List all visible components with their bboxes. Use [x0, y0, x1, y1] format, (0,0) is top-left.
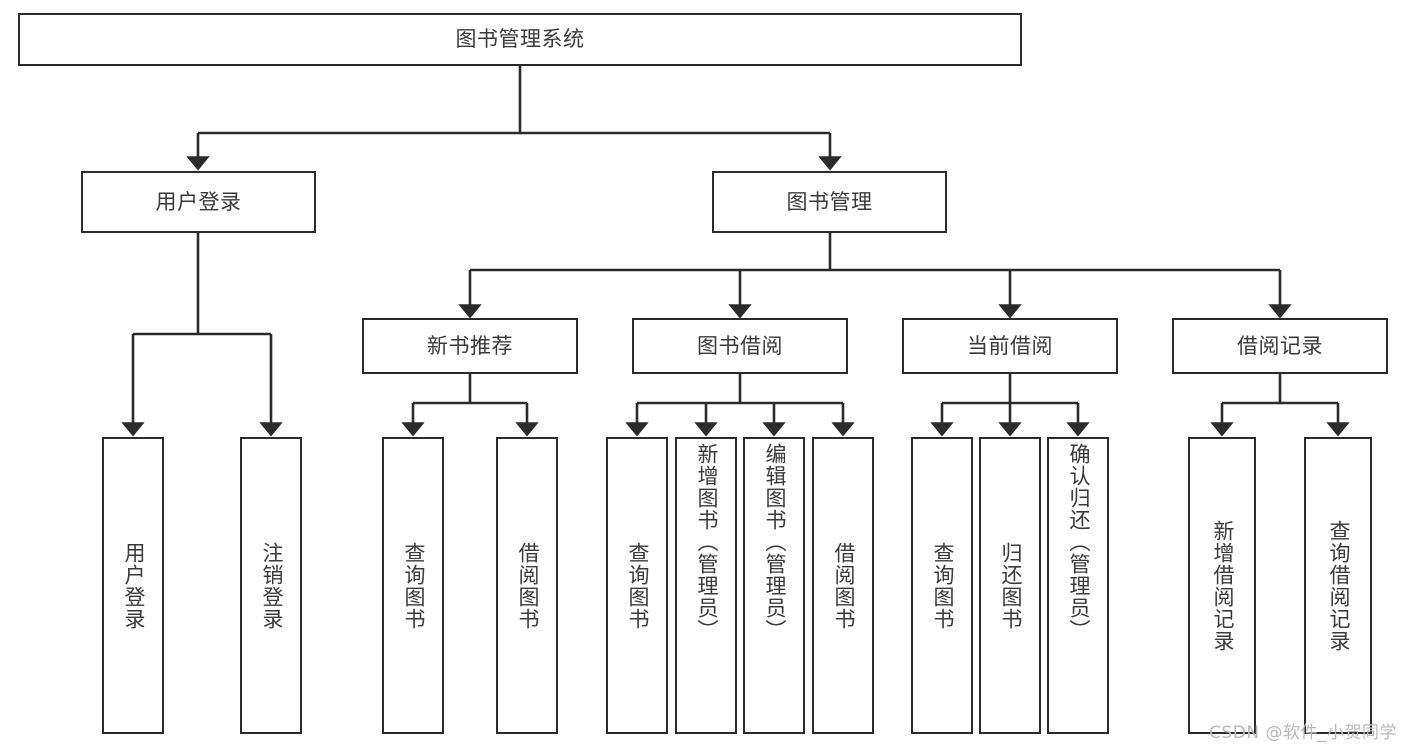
leaf-user-login-logout[interactable]: 注销登录	[240, 437, 302, 734]
node-label: 图书借阅	[697, 333, 783, 358]
leaf-borrow-record-add[interactable]: 新增借阅记录	[1188, 437, 1256, 734]
node-label: 注销登录	[259, 541, 284, 630]
node-label: 查询借阅记录	[1326, 519, 1351, 652]
leaf-book-borrow-edit[interactable]: 编辑图书（管理员）	[743, 437, 805, 734]
leaf-new-book-borrow[interactable]: 借阅图书	[496, 437, 558, 734]
node-label: 查询图书	[401, 541, 426, 630]
node-label: 用户登录	[155, 189, 242, 214]
node-label: 新增图书（管理员）	[694, 443, 719, 641]
leaf-borrow-record-query[interactable]: 查询借阅记录	[1304, 437, 1372, 734]
node-label: 借阅图书	[831, 541, 856, 630]
leaf-current-borrow-confirm-return[interactable]: 确认归还（管理员）	[1047, 437, 1109, 734]
node-root-system[interactable]: 图书管理系统	[18, 13, 1022, 66]
leaf-book-borrow-query[interactable]: 查询图书	[606, 437, 668, 734]
node-new-book-recommend[interactable]: 新书推荐	[362, 318, 578, 374]
node-book-borrow[interactable]: 图书借阅	[632, 318, 848, 374]
node-label: 确认归还（管理员）	[1066, 443, 1091, 641]
node-current-borrow[interactable]: 当前借阅	[902, 318, 1118, 374]
node-label: 用户登录	[121, 541, 146, 630]
node-label: 图书管理	[786, 189, 873, 214]
node-label: 查询图书	[625, 541, 650, 630]
node-label: 借阅记录	[1237, 333, 1323, 358]
node-label: 归还图书	[998, 541, 1023, 630]
node-label: 借阅图书	[515, 541, 540, 630]
node-book-management[interactable]: 图书管理	[712, 171, 947, 233]
leaf-current-borrow-query[interactable]: 查询图书	[911, 437, 973, 734]
node-label: 新增借阅记录	[1210, 519, 1235, 652]
node-label: 新书推荐	[427, 333, 513, 358]
leaf-new-book-query[interactable]: 查询图书	[382, 437, 444, 734]
node-label: 当前借阅	[967, 333, 1053, 358]
leaf-book-borrow-borrow[interactable]: 借阅图书	[812, 437, 874, 734]
leaf-book-borrow-add[interactable]: 新增图书（管理员）	[675, 437, 737, 734]
node-user-login[interactable]: 用户登录	[81, 171, 316, 233]
node-label: 查询图书	[930, 541, 955, 630]
leaf-current-borrow-return[interactable]: 归还图书	[979, 437, 1041, 734]
csdn-watermark: CSDN @软件_小贺同学	[1209, 723, 1397, 743]
node-label: 编辑图书（管理员）	[762, 443, 787, 641]
leaf-user-login-login[interactable]: 用户登录	[102, 437, 164, 734]
node-borrow-record[interactable]: 借阅记录	[1172, 318, 1388, 374]
node-label: 图书管理系统	[455, 27, 585, 51]
